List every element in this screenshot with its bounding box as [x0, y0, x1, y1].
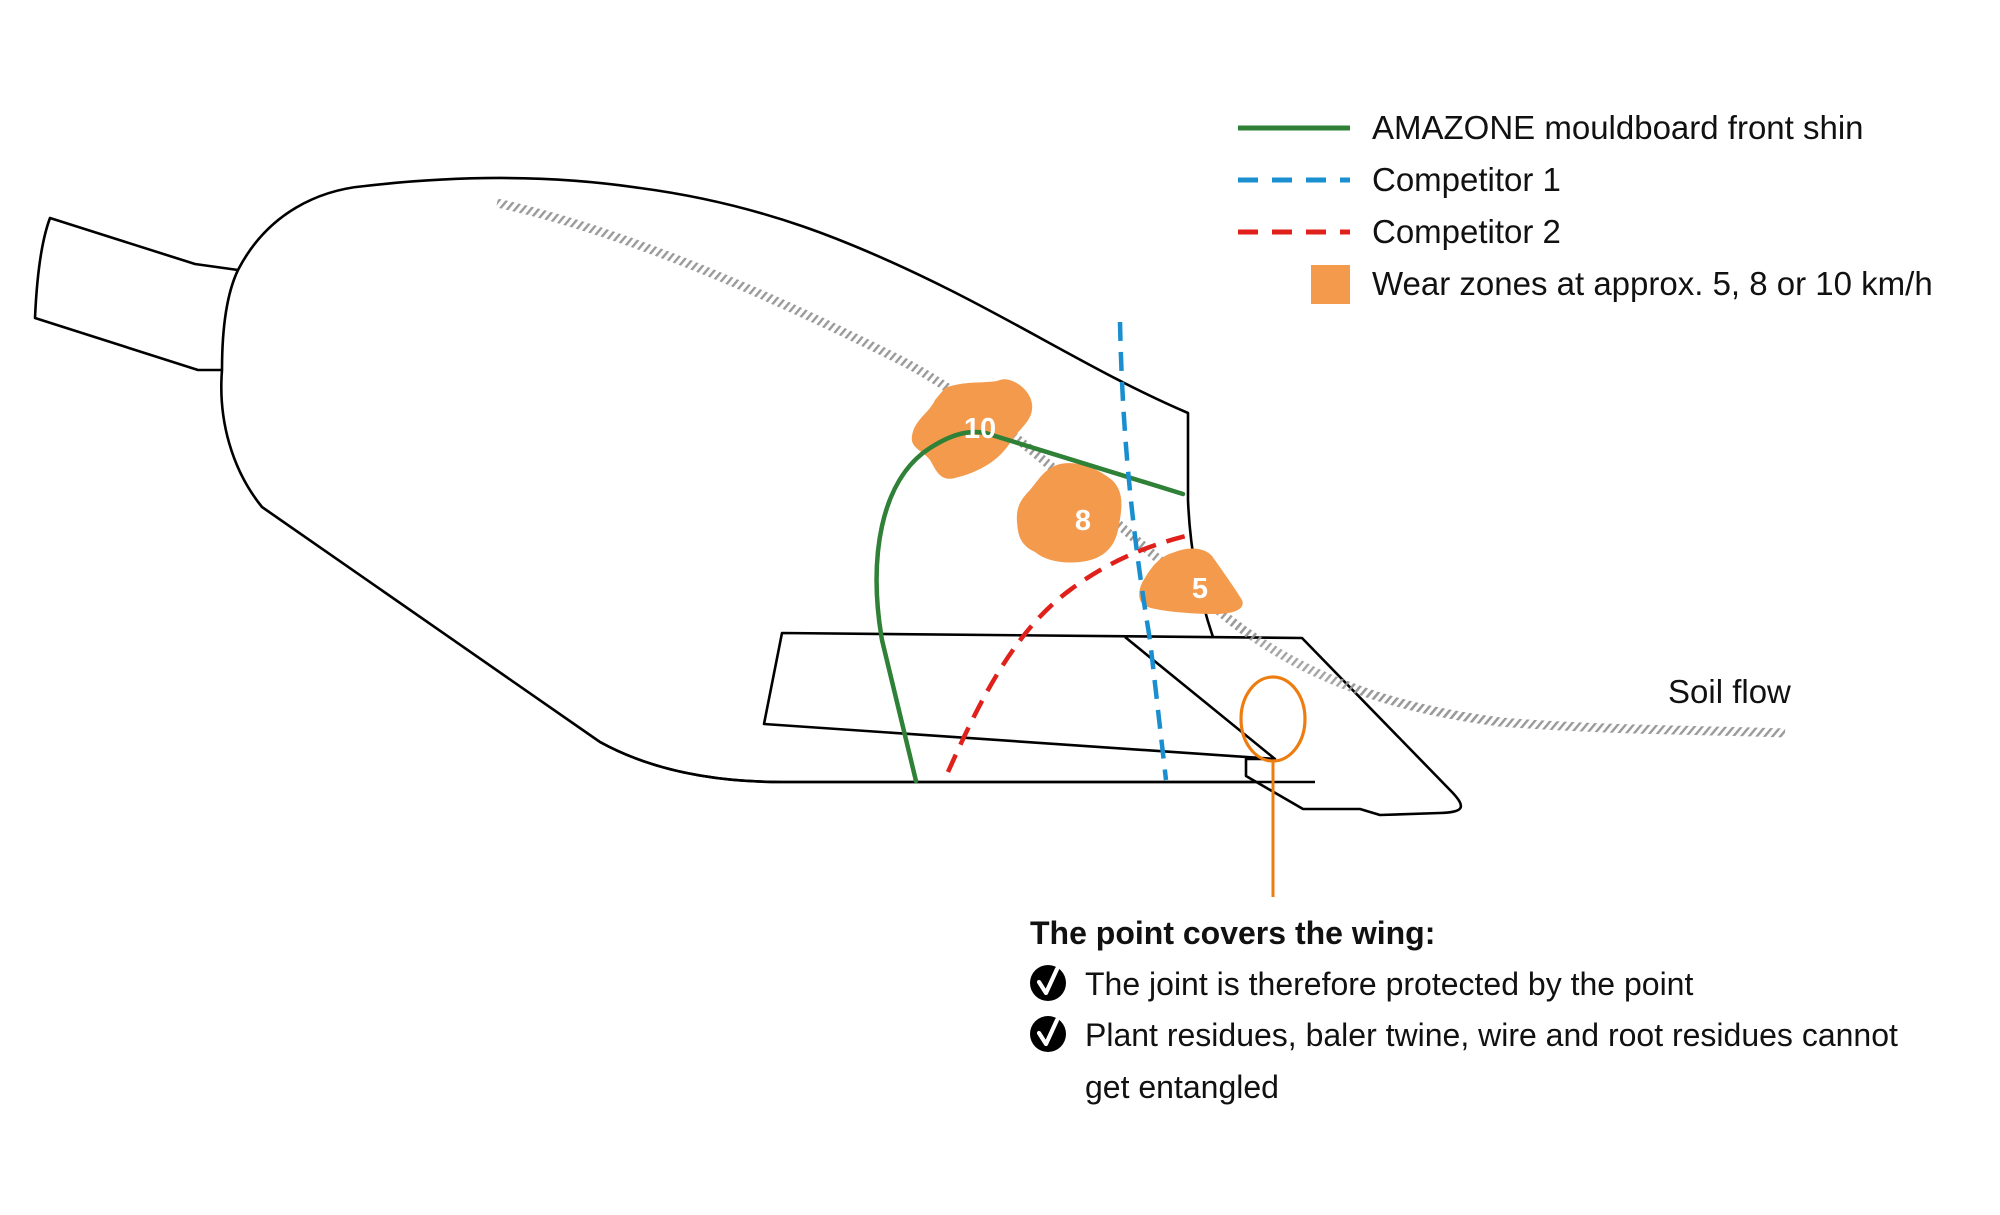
legend-label-competitor-1: Competitor 1 — [1372, 161, 1561, 198]
wear-zone-5 — [1139, 548, 1243, 614]
wear-zone-label-8: 8 — [1075, 505, 1091, 537]
wear-zone-label-10: 10 — [964, 413, 996, 445]
legend-label-wear-zones: Wear zones at approx. 5, 8 or 10 km/h — [1372, 265, 1933, 302]
wear-zone-label-5: 5 — [1192, 573, 1208, 605]
competitor-2-line — [945, 533, 1187, 773]
callout-heading: The point covers the wing: — [1030, 915, 1435, 951]
check-circle-icon — [1030, 965, 1066, 1001]
callout-bullet-2-line-1: Plant residues, baler twine, wire and ro… — [1085, 1017, 1898, 1053]
body-bottom-edge — [599, 740, 1315, 784]
callout-text-block: The point covers the wing: The joint is … — [1030, 915, 1898, 1105]
amazone-shin-line — [874, 429, 1186, 784]
competitor-1-line — [1117, 321, 1169, 781]
legend-label-competitor-2: Competitor 2 — [1372, 213, 1561, 250]
wear-zone-10 — [911, 379, 1033, 479]
legend-swatch-wear-zones — [1311, 265, 1350, 304]
wear-zone-8 — [1016, 463, 1122, 563]
wing-share — [762, 631, 1463, 817]
soil-flow-label: Soil flow — [1668, 673, 1791, 710]
callout-bullet-1: The joint is therefore protected by the … — [1085, 966, 1693, 1002]
check-circle-icon — [1030, 1016, 1066, 1052]
soil-flow-path-over-point — [1227, 616, 1501, 727]
legend-label-amazone: AMAZONE mouldboard front shin — [1372, 109, 1864, 146]
legend: AMAZONE mouldboard front shin Competitor… — [1238, 109, 1933, 304]
callout-bullet-2-line-2: get entangled — [1085, 1069, 1279, 1105]
